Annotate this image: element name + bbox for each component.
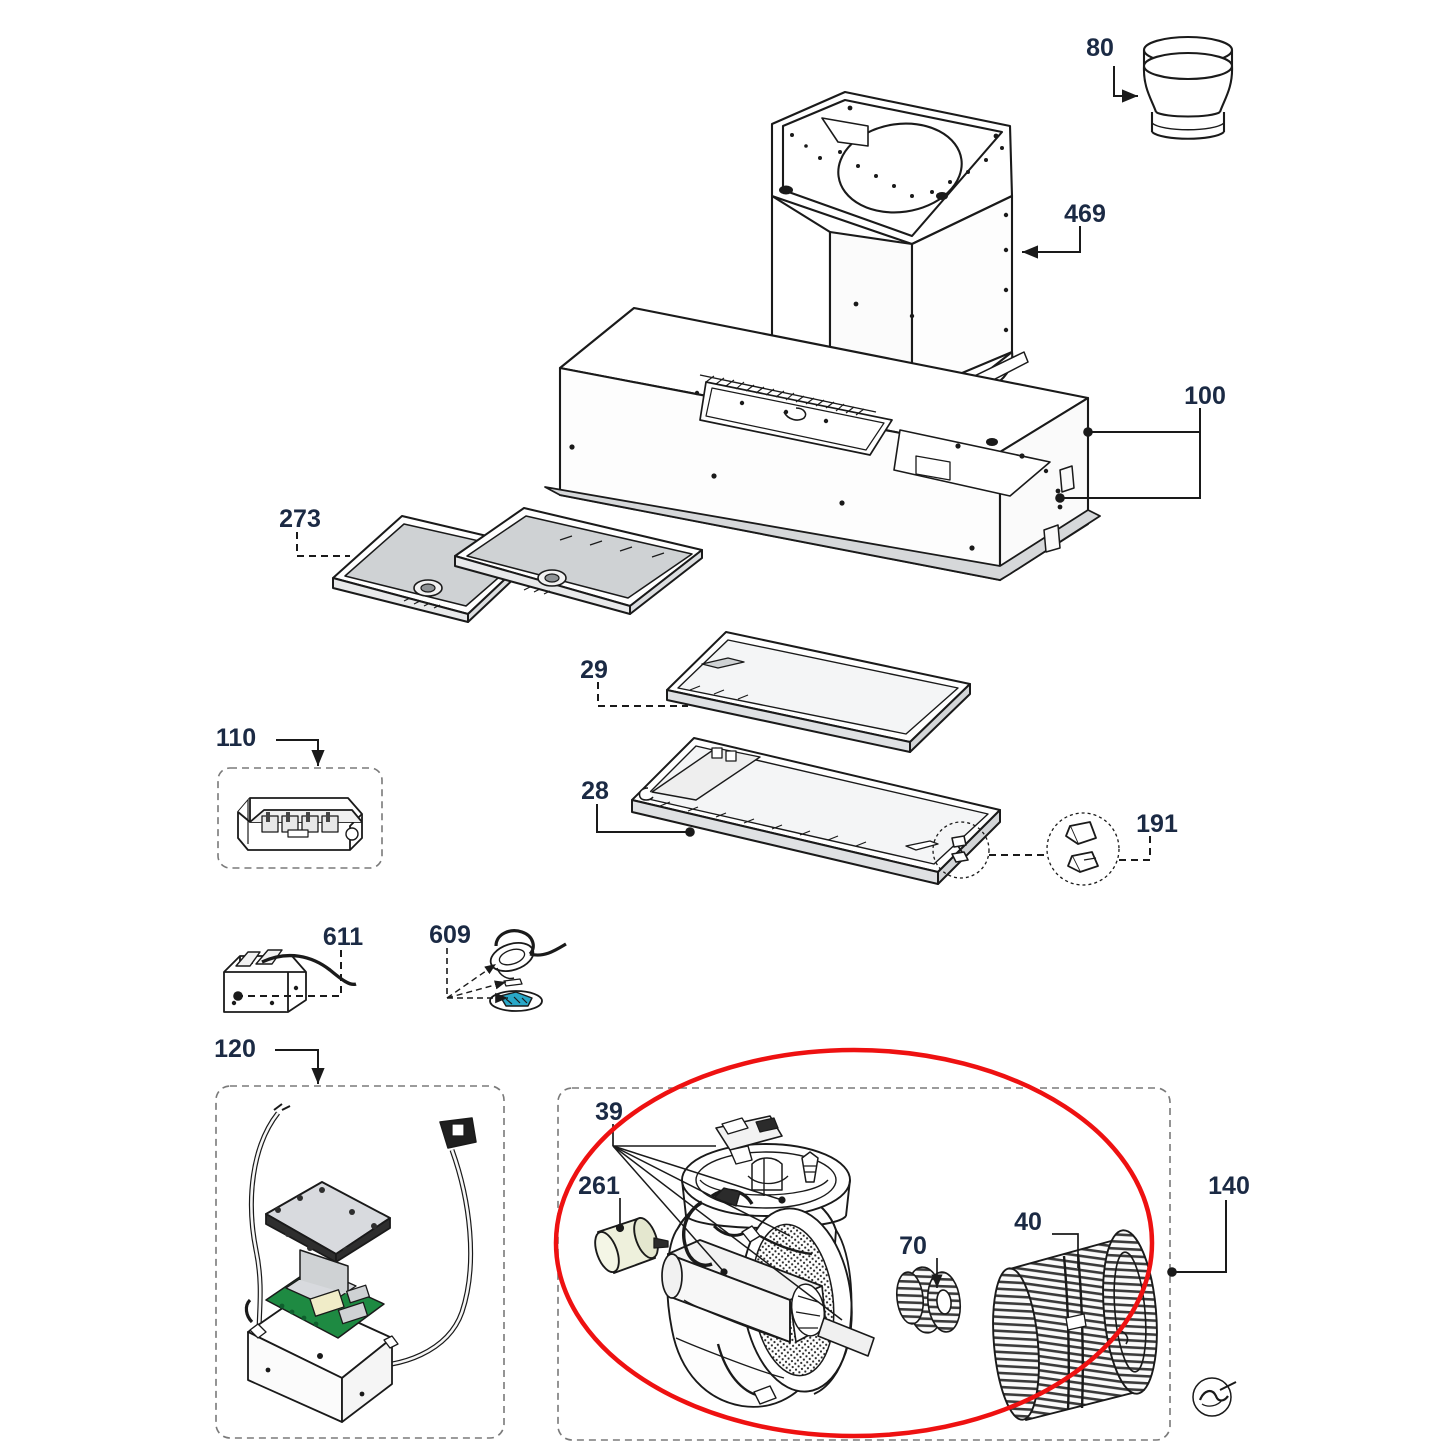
leader-100-lower (1055, 432, 1201, 503)
callout-611: 611 (323, 923, 363, 951)
callout-469: 469 (1064, 200, 1106, 228)
callout-29: 29 (580, 656, 608, 684)
part-100-main-hood-body (544, 306, 1101, 582)
callout-70: 70 (899, 1232, 927, 1260)
leader-29 (597, 682, 688, 707)
leader-609-b (446, 980, 507, 999)
leader-469 (1022, 226, 1081, 259)
callout-140: 140 (1208, 1172, 1250, 1200)
callout-191: 191 (1136, 810, 1178, 838)
leader-39-e (612, 1145, 843, 1321)
callout-120: 120 (214, 1035, 256, 1063)
part-609-lamp-holder (489, 929, 567, 1012)
callout-110: 110 (216, 724, 256, 752)
leader-273 (296, 532, 350, 557)
red-emphasis-circle (553, 1047, 1155, 1439)
part-469-chimney-housing (770, 90, 1029, 426)
part-273-grease-filters (332, 507, 703, 623)
callout-40: 40 (1014, 1208, 1042, 1236)
leader-39-d (612, 1145, 728, 1276)
part-80-duct-reducer (1142, 35, 1234, 140)
leader-140 (1167, 1200, 1227, 1277)
callout-261: 261 (578, 1172, 620, 1200)
brand-watermark (1192, 1377, 1237, 1417)
part-611-transformer (223, 949, 357, 1013)
callout-609: 609 (429, 921, 471, 949)
leader-39-c (612, 1145, 791, 1237)
part-29-upper-panel (666, 631, 971, 753)
leader-28 (596, 804, 695, 837)
leader-110 (276, 739, 325, 766)
leader-lines (233, 66, 1227, 1321)
inline-clip-circle (932, 821, 990, 879)
callout-80: 80 (1086, 34, 1114, 62)
leader-80 (1113, 66, 1138, 103)
part-blower-housing (661, 1115, 875, 1408)
leader-40 (1052, 1233, 1079, 1268)
leader-191 (1119, 836, 1151, 861)
part-261-capacitor (594, 1217, 669, 1274)
leader-39-b (612, 1145, 786, 1204)
group-120-box (215, 1085, 505, 1439)
group-110-box (217, 767, 383, 869)
callout-28: 28 (581, 777, 609, 805)
callout-100: 100 (1184, 382, 1226, 410)
part-28-lower-panel (631, 737, 1001, 885)
part-110-control-panel (237, 797, 363, 851)
callout-273: 273 (279, 505, 321, 533)
part-191-clip-detail (1046, 812, 1120, 886)
part-120-electronics (244, 1103, 477, 1423)
leader-611 (233, 950, 342, 1001)
callout-39: 39 (595, 1098, 623, 1126)
leader-120 (275, 1049, 325, 1084)
callout-labels: 80 469 100 273 29 28 110 191 611 609 120… (214, 34, 1250, 1260)
